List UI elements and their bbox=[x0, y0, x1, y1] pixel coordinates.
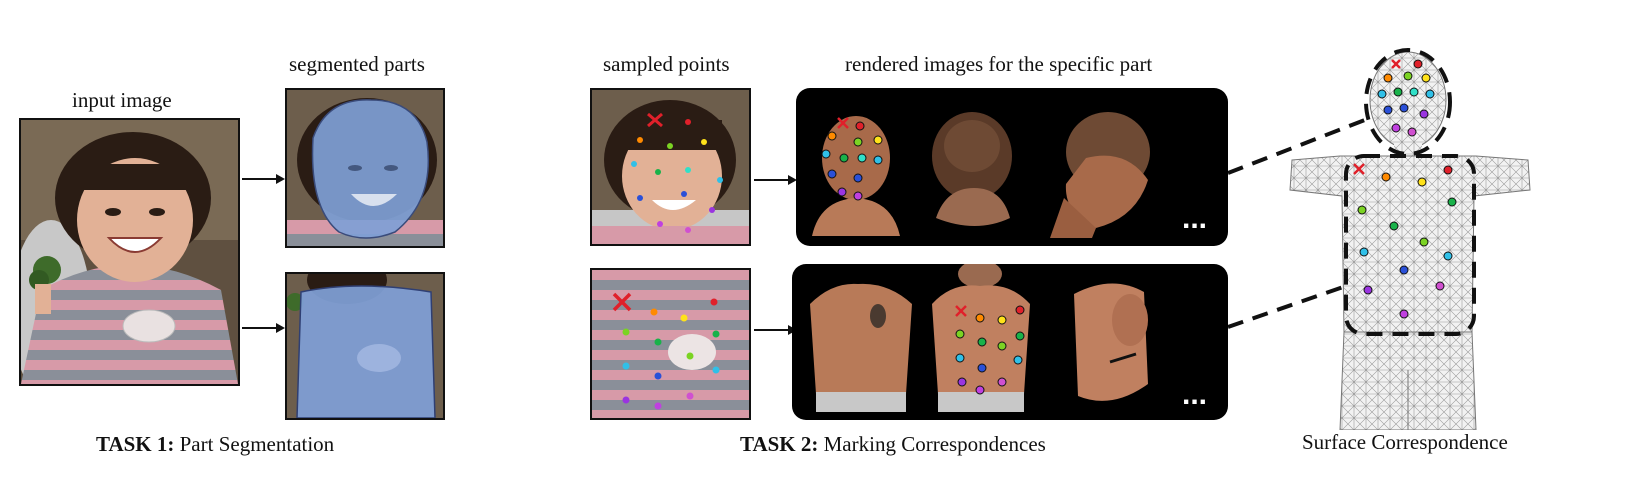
body-mesh bbox=[1289, 51, 1531, 430]
sampled-points-torso-image bbox=[590, 268, 751, 420]
input-image bbox=[19, 118, 240, 386]
sampled-points-label: sampled points bbox=[603, 52, 730, 76]
rendered-torso-side bbox=[1074, 283, 1148, 401]
task2-text: Marking Correspondences bbox=[818, 432, 1046, 456]
surface-correspondence-label: Surface Correspondence bbox=[1302, 430, 1508, 454]
task1-arrows bbox=[242, 174, 285, 333]
task1-text: Part Segmentation bbox=[174, 432, 335, 456]
rendered-head-front bbox=[812, 116, 900, 236]
surface-correspondence-figure bbox=[1228, 48, 1531, 430]
sample-markers-head bbox=[631, 112, 723, 233]
input-image-label: input image bbox=[72, 88, 172, 112]
rendered-head-panel: ... bbox=[796, 88, 1228, 246]
task2-title: TASK 2: bbox=[740, 432, 819, 456]
sampled-points-head-image bbox=[590, 88, 751, 246]
rendered-torso-front bbox=[932, 264, 1030, 412]
surface-head-markers bbox=[1377, 59, 1435, 137]
rendered-torso-ellipsis: ... bbox=[1182, 378, 1207, 411]
rendered-images-label: rendered images for the specific part bbox=[845, 52, 1153, 76]
task1-title: TASK 1: bbox=[96, 432, 175, 456]
torso-connector-line bbox=[1228, 284, 1347, 329]
rendered-head-ellipsis: ... bbox=[1182, 202, 1207, 235]
rendered-head-back bbox=[932, 112, 1012, 226]
segmented-torso-image bbox=[285, 272, 445, 420]
task1-caption: TASK 1: Part Segmentation bbox=[96, 432, 334, 457]
rendered-head-side bbox=[1050, 112, 1150, 238]
sample-markers-torso bbox=[612, 292, 720, 410]
task2-caption: TASK 2: Marking Correspondences bbox=[740, 432, 1046, 457]
rendered-torso-panel: ... bbox=[792, 264, 1228, 420]
surface-torso-markers bbox=[1353, 163, 1457, 319]
segmented-head-image bbox=[285, 88, 445, 248]
rendered-torso-back bbox=[810, 283, 912, 412]
head-region-outline bbox=[1364, 48, 1452, 156]
torso-region-outline bbox=[1344, 154, 1476, 336]
segmented-parts-label: segmented parts bbox=[289, 52, 425, 76]
